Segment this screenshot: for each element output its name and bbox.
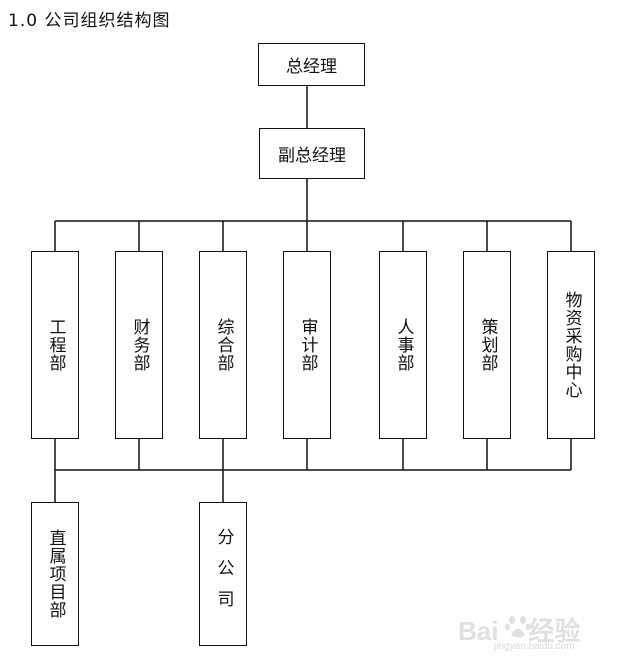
watermark-site: jingyan.baidu.com xyxy=(494,641,575,652)
node-audit-dept-label: 审计部 xyxy=(297,318,318,372)
node-audit-dept: 审计部 xyxy=(283,251,331,439)
node-general-affairs-dept: 综合部 xyxy=(199,251,247,439)
node-deputy-general-manager-label: 副总经理 xyxy=(278,146,346,166)
node-general-affairs-dept-label: 综合部 xyxy=(213,318,234,372)
node-engineering-dept: 工程部 xyxy=(31,251,79,439)
diagram-heading: 1.0 公司组织结构图 xyxy=(8,11,171,31)
node-procurement-center-label: 物资采购中心 xyxy=(561,291,582,399)
node-direct-project-dept-label: 直属项目部 xyxy=(45,529,66,619)
node-hr-dept-label: 人事部 xyxy=(393,318,414,372)
paw-icon xyxy=(504,616,531,638)
node-branch-company: 分公司 xyxy=(199,502,247,646)
node-finance-dept-label: 财务部 xyxy=(129,318,150,372)
node-direct-project-dept: 直属项目部 xyxy=(31,502,79,646)
node-finance-dept: 财务部 xyxy=(115,251,163,439)
node-general-manager-label: 总经理 xyxy=(286,57,337,77)
node-branch-company-label: 分公司 xyxy=(213,527,234,621)
node-general-manager: 总经理 xyxy=(258,43,365,86)
node-deputy-general-manager: 副总经理 xyxy=(259,128,365,179)
node-hr-dept: 人事部 xyxy=(379,251,427,439)
node-planning-dept-label: 策划部 xyxy=(477,318,498,372)
node-engineering-dept-label: 工程部 xyxy=(45,318,66,372)
node-procurement-center: 物资采购中心 xyxy=(547,251,595,439)
node-planning-dept: 策划部 xyxy=(463,251,511,439)
